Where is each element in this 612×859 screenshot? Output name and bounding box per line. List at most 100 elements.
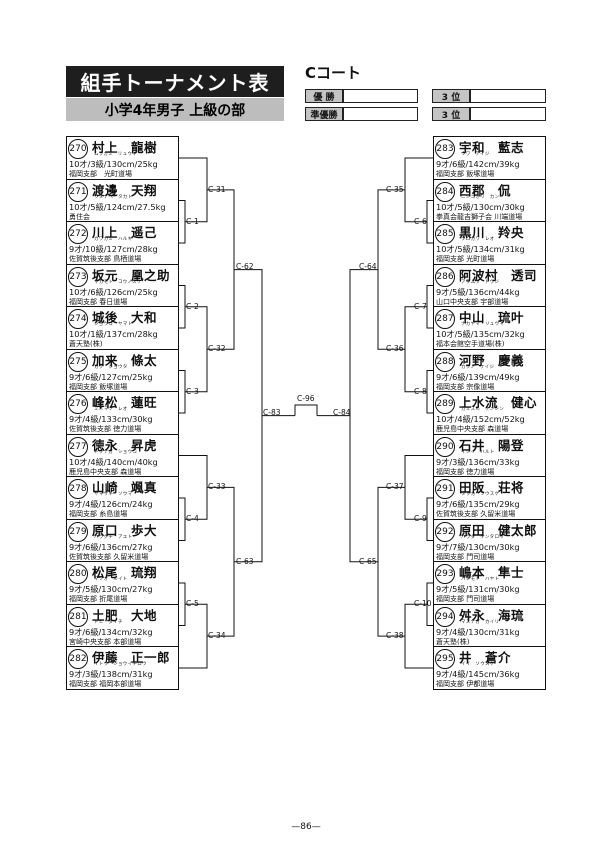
competitor-name: 山崎 颯真 [92, 480, 158, 495]
entry-number: 287 [435, 309, 455, 329]
competitor-club: 福岡支部 門司道場 [436, 595, 495, 603]
competitor-club: 拳真会龍吉獅子会 川端道場 [436, 212, 523, 221]
competitor-kana: トクナガ ショウコ [94, 449, 138, 455]
competitor-stats: 9才/6級/139cm/49kg [436, 371, 520, 382]
competitor-club: 福岡支部 宗像道場 [436, 382, 495, 391]
entry-number: 278 [68, 479, 88, 499]
match-label: C-5 [186, 599, 199, 608]
competitor-kana: タサカ ソウスケ [461, 492, 500, 497]
competitor-stats: 10才/5級/135cm/32kg [436, 329, 525, 339]
division-subtitle: 小学4年男子 上級の部 [66, 98, 284, 121]
bracket-line [179, 582, 186, 626]
competitor-name: 宇和 藍志 [459, 140, 525, 155]
competitor-club: 福岡支部 光町道場 [69, 170, 132, 178]
competitor-kana: ハラグチ アユト [94, 534, 133, 540]
bracket-line [294, 404, 318, 416]
competitor-kana: イシイ ハルト [461, 449, 495, 455]
competitor-stats: 10才/3級/130cm/25kg [69, 159, 158, 169]
match-label: C-3 [186, 387, 199, 396]
competitor-stats: 9才/5級/130cm/27kg [69, 584, 153, 594]
competitor-name: 村上 龍樹 [92, 140, 158, 155]
competitor-stats: 10才/4級/152cm/52kg [436, 414, 525, 424]
bracket-line [404, 455, 433, 520]
competitor-name: 黒川 羚央 [459, 225, 525, 240]
competitor-name: 松尾 琉翔 [92, 565, 158, 580]
competitor-kana: カク ジョウタ [94, 364, 128, 370]
bracket-line [207, 486, 235, 637]
bracket-line [404, 603, 433, 669]
third-place-label-1: 3 位 [432, 89, 470, 103]
competitor-kana: ヤマサキ ソウマ [94, 492, 133, 497]
entry-number: 273 [68, 266, 88, 287]
match-label: C-83 [263, 408, 281, 417]
competitor-kana: イトウ ショウイチロウ [94, 662, 147, 667]
competitor-stats: 9才/6級/134cm/32kg [69, 626, 153, 637]
competitor-stats: 9才/6級/136cm/27kg [69, 541, 153, 552]
bracket-line [179, 200, 186, 244]
competitor-kana: イイ ソウスケ [461, 662, 495, 667]
competitor-name: 上水流 健心 [459, 395, 538, 410]
competitor-club: 福岡支部 門司道場 [436, 552, 495, 561]
bracket-line [179, 285, 186, 329]
entry-number: 271 [68, 181, 88, 202]
match-label: C-63 [236, 557, 254, 566]
competitor-stats: 9才/3級/136cm/33kg [436, 456, 520, 467]
bracket-line [349, 269, 378, 563]
winner-label: 優 勝 [305, 89, 343, 103]
competitor-name: 徳永 昇虎 [92, 437, 158, 453]
competitor-name: 川上 遥己 [92, 225, 158, 240]
competitor-club: 福岡支部 福岡本部道場 [69, 680, 142, 688]
match-label: C-4 [186, 514, 199, 523]
competitor-club: 佐賀筑後支部 久留米道場 [69, 552, 149, 561]
runner-up-label: 準優勝 [305, 107, 343, 121]
match-label: C-10 [414, 599, 432, 608]
competitor-kana: ミネマツ レオ [94, 407, 128, 412]
competitor-club: 福岡支部 徳力道場 [436, 467, 495, 476]
competitor-club: 山口中央支部 宇部道場 [436, 297, 509, 306]
entry-number: 295 [435, 649, 455, 669]
competitor-name: 土肥 大地 [92, 607, 158, 623]
competitor-club: 福岡支部 飯塚道場 [436, 170, 495, 178]
competitor-club: 蒼天塾(株) [436, 637, 470, 646]
bracket-line [179, 455, 208, 520]
competitor-stats: 9才/6級/135cm/29kg [436, 499, 520, 509]
bracket-line [207, 189, 235, 350]
match-label: C-32 [208, 344, 226, 353]
match-label: C-8 [414, 387, 427, 396]
bracket-line [179, 157, 208, 223]
competitor-kana: マスナガ カイリ [461, 619, 500, 625]
competitor-name: 加来 條太 [92, 352, 158, 368]
competitor-kana: アワムラ トウジ [461, 279, 500, 285]
match-label: C-2 [186, 302, 199, 311]
competitor-club: 福岡支部 春日道場 [69, 297, 128, 306]
competitor-name: 坂元 凰之助 [92, 267, 171, 283]
entry-number: 270 [68, 139, 88, 159]
entry-number: 292 [435, 521, 455, 542]
competitor-club: 福岡支部 光町道場 [436, 255, 495, 263]
match-label: C-34 [208, 631, 226, 640]
match-label: C-38 [386, 631, 404, 640]
competitor-kana: ハラダ ケンタロウ [461, 534, 505, 540]
competitor-stats: 9才/6級/142cm/39kg [436, 159, 520, 169]
competitor-club: 鹿児島中央支部 森道場 [436, 425, 509, 433]
bracket-line [185, 306, 208, 393]
competitor-kana: ドヒ ダイチ [94, 619, 123, 625]
match-label: C-31 [208, 185, 226, 194]
entry-number: 290 [435, 436, 455, 457]
competitor-club: 蒼天塾(株) [69, 340, 103, 348]
bracket-line [179, 603, 208, 669]
entry-number: 281 [68, 606, 88, 627]
